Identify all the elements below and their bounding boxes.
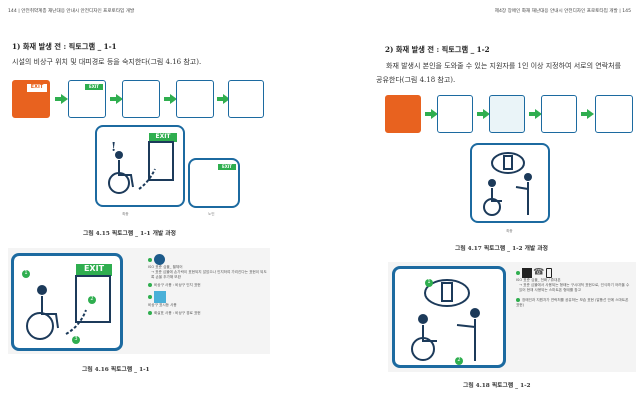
- arrow-icon: [110, 94, 123, 104]
- arrow-icon: [217, 94, 230, 104]
- iso-wheelchair-icon: [154, 254, 165, 265]
- fig-416-legend: ISO 표준 심볼_ 휠체어 → 표준 심볼에 손가락이 표현되지 않았으나 인…: [148, 254, 268, 316]
- contact-sharing-icon: [411, 279, 480, 361]
- pictogram-draft-3: [122, 80, 160, 118]
- pictogram-draft-2: EXIT: [68, 80, 106, 118]
- smartphone-icon: [545, 268, 552, 278]
- pictogram-draft-4: [541, 95, 577, 133]
- wheelchair-user-icon: !: [108, 140, 174, 194]
- right-page-header: 제4장 장애인 화재 재난대응 안내시 안전디자인 프로토타입 개발 | 145: [494, 9, 631, 14]
- left-body-text: 시설의 비상구 위치 및 대피경로 등을 숙지한다(그림 4.16 참고).: [12, 58, 202, 66]
- arrow-icon: [55, 94, 68, 104]
- pictogram-draft-5: [595, 95, 633, 133]
- exit-sign-icon: [154, 291, 166, 303]
- left-page-header: 144 | 안전취약계층 재난대응 안내시 안전디자인 프로토타입 개발: [8, 9, 135, 14]
- label-final: 최종: [506, 229, 513, 233]
- arrow-icon: [581, 109, 594, 119]
- arrow-icon: [164, 94, 177, 104]
- phone-icon: ☎: [533, 267, 545, 278]
- svg-text:!: !: [111, 140, 116, 154]
- pictogram-draft-3: [489, 95, 525, 133]
- pictogram-draft-4: [176, 80, 214, 118]
- pictogram-elderly: EXIT: [188, 158, 240, 208]
- fig-416-image: EXIT 1 2 3 ISO 표준 심볼_ 휠체어 → 표준 심볼에 손가락이 …: [8, 248, 270, 354]
- pictogram-draft-2: [437, 95, 473, 133]
- arrow-icon: [529, 109, 542, 119]
- fig-418-legend: ☎ ISO 표준 심볼_ 전화 / 휴대폰 → 표준 심볼에서 사용되는 형태는…: [516, 267, 630, 307]
- pictogram-1-2-annotated: 1 2: [392, 266, 506, 368]
- arrow-icon: [425, 109, 438, 119]
- pictogram-final-1-2: [470, 143, 550, 223]
- label-elderly: 노인: [208, 212, 215, 216]
- pictogram-1-1-annotated: EXIT 1 2 3: [11, 253, 123, 351]
- wheelchair-user-icon: [26, 275, 111, 340]
- fig-418-caption: 그림 4.18 픽토그램 _ 1-2: [463, 383, 531, 389]
- left-section-heading: 1) 화재 발생 전 : 픽토그램 _ 1-1: [12, 42, 117, 51]
- right-section-heading: 2) 화재 발생 전 : 픽토그램 _ 1-2: [385, 45, 490, 54]
- contact-sharing-icon: [483, 152, 532, 216]
- iso-phone-icon: [522, 268, 532, 278]
- label-final: 최종: [122, 212, 129, 216]
- fig-416-caption: 그림 4.16 픽토그램 _ 1-1: [82, 367, 150, 373]
- fig-417-caption: 그림 4.17 픽토그램 _ 1-2 개발 과정: [455, 246, 548, 252]
- arrow-icon: [477, 109, 490, 119]
- fig-415-caption: 그림 4.15 픽토그램 _ 1-1 개발 과정: [83, 231, 176, 237]
- pictogram-draft-5: [228, 80, 264, 118]
- pictogram-draft-1: EXIT: [12, 80, 50, 118]
- pictogram-final-1-1: EXIT !: [95, 125, 185, 207]
- fig-418-image: 1 2 ☎ ISO 표준 심볼_ 전화 / 휴대폰 → 표준 심볼에서 사용되는…: [388, 262, 636, 372]
- fig-417-process-row: [385, 95, 635, 135]
- right-body-text: 화재 발생시 본인을 도와줄 수 있는 지원자를 1인 이상 지정하여 서로의 …: [376, 62, 622, 84]
- fig-415-process-row: EXIT EXIT: [10, 80, 265, 122]
- pictogram-draft-1: [385, 95, 421, 133]
